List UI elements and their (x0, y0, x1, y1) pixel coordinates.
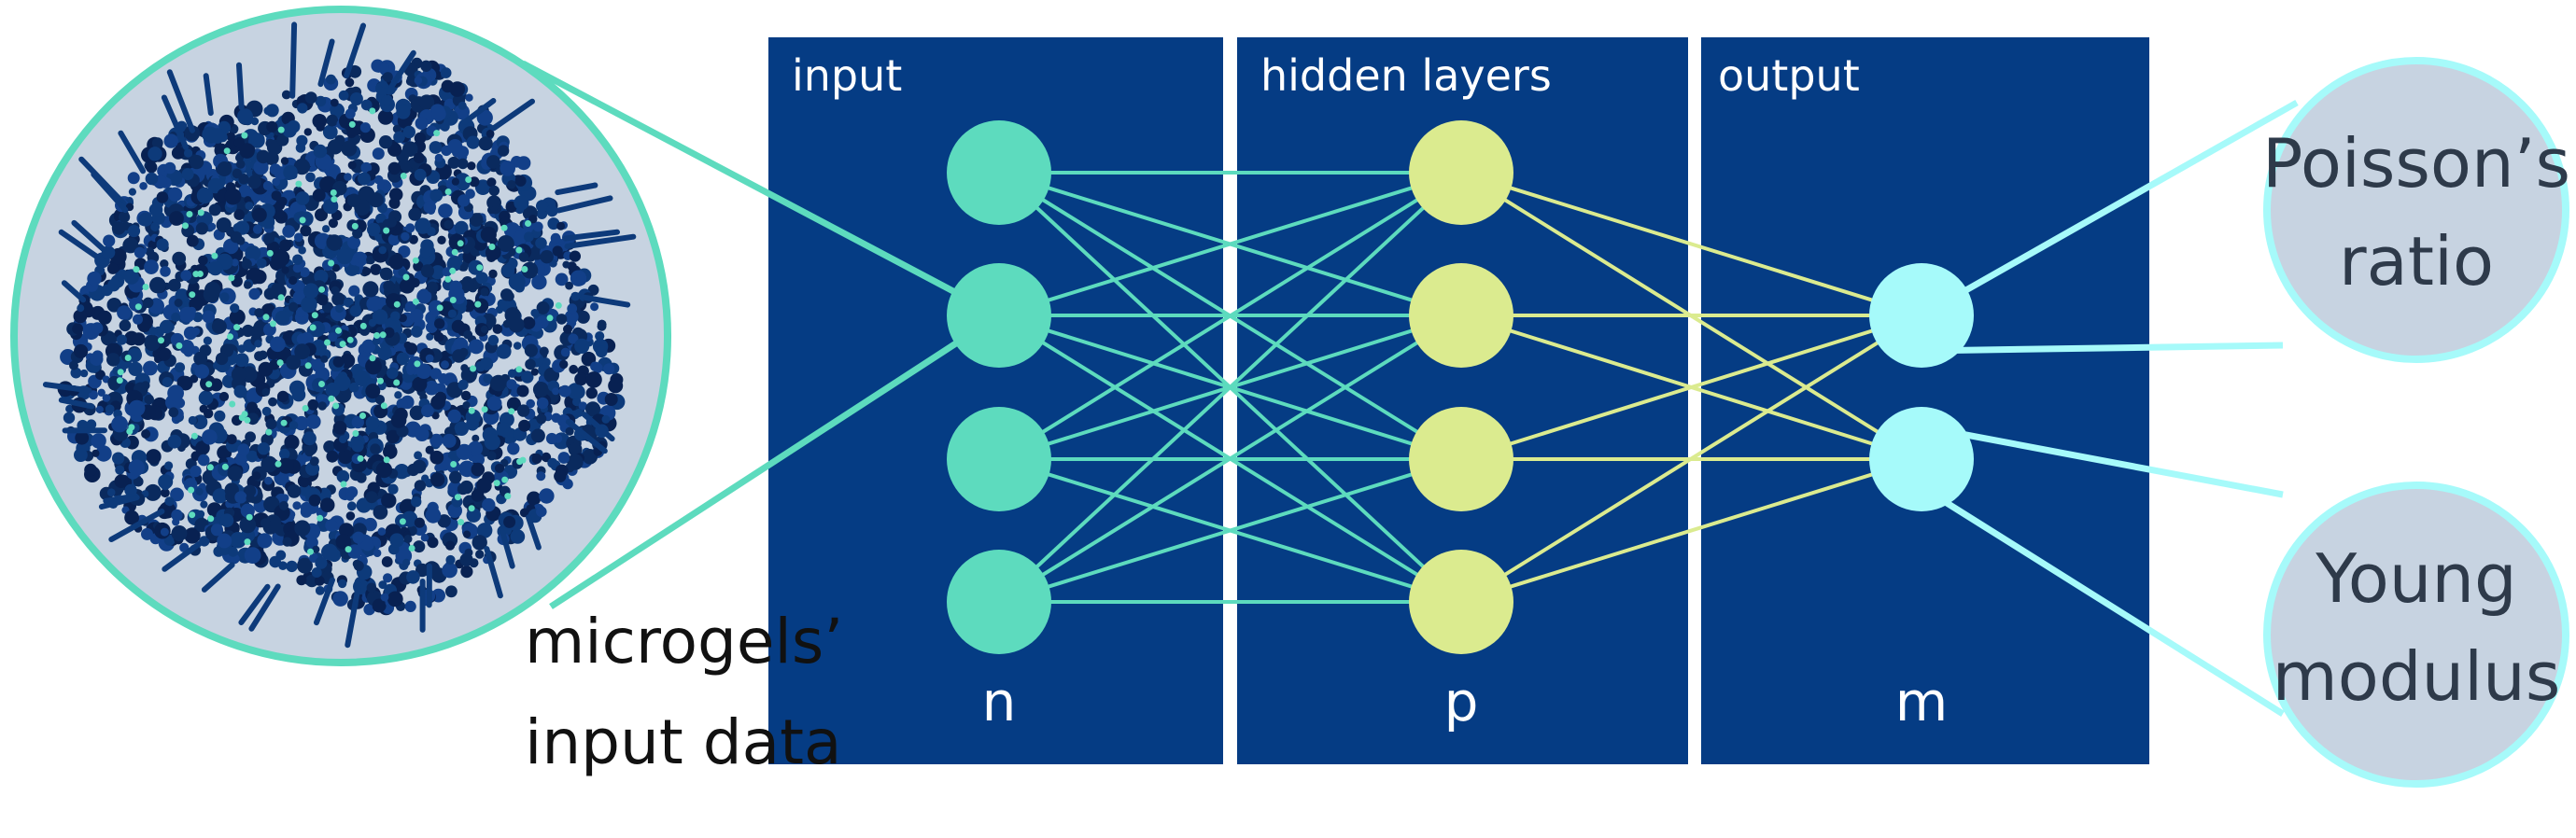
output-node (1869, 407, 1974, 511)
input-count-label: n (982, 670, 1017, 733)
poisson-ratio-line2: ratio (2339, 222, 2494, 300)
hidden-output-edge (1460, 171, 1922, 317)
poisson-ratio-bubble: Poisson’s ratio (2262, 57, 2570, 363)
input-hidden-connections (997, 171, 1463, 604)
input-hidden-edge (998, 171, 1462, 317)
input-hidden-edge (997, 171, 1463, 604)
hidden-count-label: p (1444, 670, 1479, 733)
hidden-output-edge (1460, 457, 1922, 604)
input-node (947, 263, 1051, 368)
hidden-output-edge (1460, 314, 1922, 461)
input-hidden-edge (997, 171, 1463, 461)
poisson-line-a (1920, 99, 2299, 319)
hidden-node (1409, 550, 1513, 654)
zoom-line-bottom (549, 313, 1001, 609)
input-caption-line2: input data (525, 706, 841, 778)
output-node (1869, 263, 1974, 368)
output-panel (1701, 37, 2149, 764)
zoom-connector-lines (521, 60, 2299, 717)
output-count-label: m (1895, 670, 1949, 733)
hidden-panel-label: hidden layers (1260, 50, 1552, 101)
hidden-node (1409, 120, 1513, 225)
hidden-node (1409, 263, 1513, 368)
young-modulus-bubble: Young modulus (2263, 482, 2569, 788)
output-panel-label: output (1718, 50, 1860, 101)
hidden-node (1409, 407, 1513, 511)
input-panel-label: input (792, 50, 902, 101)
input-hidden-edge (997, 314, 1463, 604)
hidden-output-edge (1459, 314, 1923, 604)
input-hidden-edge (998, 457, 1462, 604)
input-node (947, 407, 1051, 511)
hidden-output-connections (1459, 171, 1923, 604)
input-node (947, 120, 1051, 225)
microgel-polymer-network-icon (42, 21, 637, 649)
young-modulus-line2: modulus (2273, 637, 2561, 716)
microgel-magnifier (10, 6, 671, 666)
young-line-b (1920, 484, 2285, 717)
input-caption-line1: microgels’ (525, 606, 843, 677)
poisson-line-b (1921, 342, 2284, 355)
input-node (947, 550, 1051, 654)
zoom-line-top (521, 60, 1001, 319)
young-modulus-line1: Young (2315, 539, 2516, 618)
poisson-ratio-line1: Poisson’s (2262, 124, 2570, 203)
network-nodes (947, 120, 1974, 654)
young-line-a (1921, 423, 2284, 498)
